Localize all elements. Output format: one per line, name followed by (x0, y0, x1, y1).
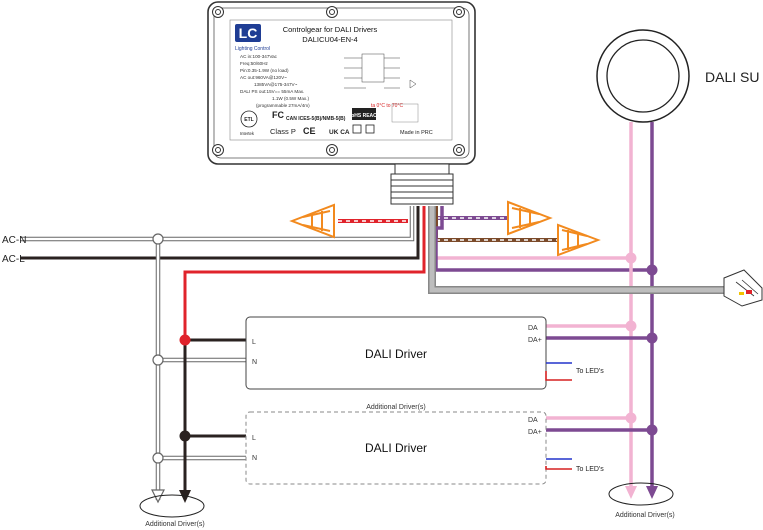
live-arrow-icon (179, 490, 191, 503)
logo-brand-name: Lighting Control (235, 46, 270, 52)
mains-wiring: AC-N AC-L (2, 206, 420, 265)
additional-driver-label: Additional Driver(s) (366, 404, 426, 411)
cert-intertek: Intertek (240, 131, 255, 136)
driver-title: DALI Driver (365, 347, 427, 361)
controlgear-unit: LC Lighting Control Controlgear for DALI… (207, 1, 476, 165)
dali-driver-primary: DALI Driver L N DA DA+ To LED's (245, 316, 604, 390)
continuation-left: Additional Driver(s) (139, 494, 205, 528)
spec-line: DALI PS out:15V== 55mA Max. (240, 89, 304, 94)
wire-nut-icon (557, 223, 601, 257)
can-ices-text: CAN ICES-5(B)/NMB-5(B) (286, 116, 346, 122)
controlgear-title: Controlgear for DALI Drivers (283, 25, 378, 34)
driver-term-n: N (252, 455, 257, 462)
controlgear-model: DALICU04-EN-4 (302, 35, 357, 44)
driver-term-da: DA (528, 417, 538, 424)
switched-live (179, 206, 426, 503)
ac-l-label: AC-L (2, 254, 25, 265)
made-in-text: Made in PRC (400, 130, 433, 136)
wire-connectors (289, 200, 601, 257)
spec-line: 1.1W (0.5W Max.) (272, 96, 309, 101)
driver-term-n: N (252, 359, 257, 366)
driver-title: DALI Driver (365, 441, 427, 455)
spec-line: (programmable 27mA/4m) (256, 103, 310, 108)
continuation-right-label: Additional Driver(s) (615, 512, 675, 519)
spec-line: AC out:960VA@120V~ (240, 75, 287, 80)
etl-icon (240, 110, 258, 128)
dali-sensor: DALI SU (596, 29, 759, 123)
led-output-label: To LED's (576, 368, 604, 375)
enclosure-screws (212, 6, 465, 156)
driver-term-da: DA (528, 325, 538, 332)
spec-line: Freq:50/60Hz (240, 61, 269, 66)
continuation-left-label: Additional Driver(s) (145, 521, 205, 528)
label-wiring-schematic (344, 53, 417, 89)
wire-nut-icon (289, 203, 335, 239)
product-label (229, 19, 453, 141)
rohs-badge (352, 108, 376, 120)
wire-nut-icon (507, 200, 553, 236)
driver-term-daplus: DA+ (528, 429, 542, 436)
svg-text:ETL: ETL (244, 117, 253, 123)
class-p-text: Class P (270, 127, 296, 136)
double-insulation-icon (352, 124, 362, 134)
spec-list: AC in:100-347Vac Freq:50/60Hz Pin:0.35-1… (240, 54, 310, 108)
led-output-label: To LED's (576, 466, 604, 473)
spec-line: Pin:0.35-1.9W (no load) (240, 68, 289, 73)
grey-data-cable (428, 206, 763, 307)
cable-gland (390, 163, 454, 205)
ac-n-label: AC-N (2, 235, 26, 246)
temperature-rating: ta 0°C to 70°C (371, 103, 403, 109)
logo-letters: LC (239, 25, 258, 41)
spec-line: AC in:100-347Vac (240, 54, 278, 59)
driver-term-l: L (252, 339, 256, 346)
dali-da-arrow-icon (625, 486, 637, 499)
qr-placeholder (391, 103, 419, 123)
lighting-control-logo: LC Lighting Control (235, 24, 270, 52)
sensor-label: DALI SU (705, 69, 759, 85)
cert-ce: CE (303, 126, 316, 136)
certification-marks: ETL Intertek FC CAN ICES-5(B)/NMB-5(B) C… (240, 103, 433, 136)
rj45-plug-icon (723, 269, 763, 307)
cert-fc: FC (272, 110, 284, 120)
driver-term-l: L (252, 435, 256, 442)
spec-line: 1385VA@175-347V~ (254, 82, 298, 87)
driver-term-daplus: DA+ (528, 337, 542, 344)
cert-ukca: UK CA (329, 129, 350, 136)
dali-driver-additional: DALI Driver L N DA DA+ To LED's (245, 411, 604, 485)
cert-rohs: RoHS REACH (348, 113, 381, 119)
neutral-bus (151, 233, 246, 504)
continuation-right: Additional Driver(s) (608, 482, 675, 519)
class-icon (365, 124, 375, 134)
dali-daplus-arrow-icon (646, 486, 658, 499)
